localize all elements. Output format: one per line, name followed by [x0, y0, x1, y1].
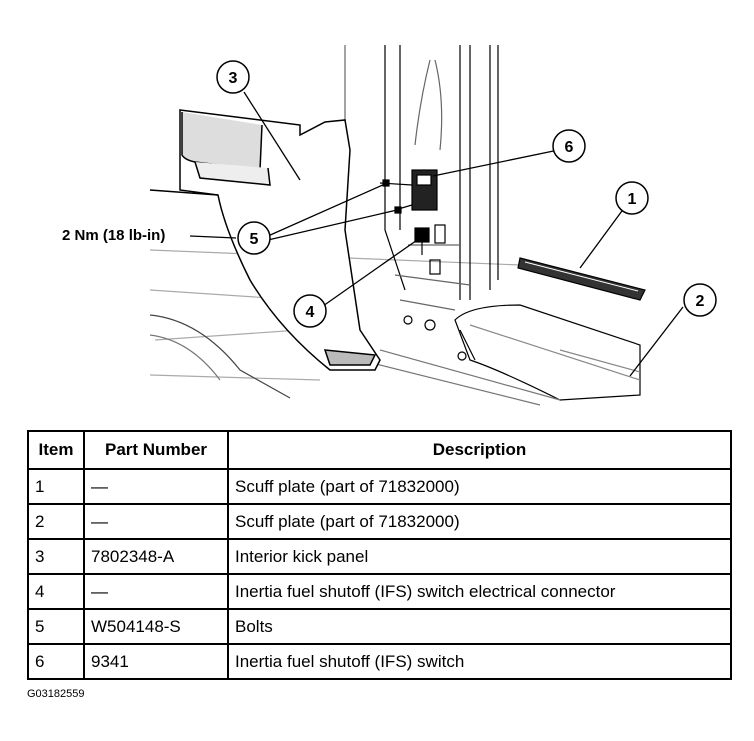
svg-text:6: 6 [565, 139, 574, 156]
ifs-connector-part [414, 227, 430, 255]
description-cell: Inertia fuel shutoff (IFS) switch [227, 643, 732, 680]
figure-id-label: G03182559 [27, 688, 85, 700]
part-number-cell: 9341 [83, 643, 229, 680]
item-cell: 1 [27, 468, 85, 505]
header-item: Item [27, 430, 85, 470]
item-cell: 2 [27, 503, 85, 540]
header-part-number: Part Number [83, 430, 229, 470]
callout-6: 6 [552, 129, 586, 163]
item-cell: 3 [27, 538, 85, 575]
description-cell: Scuff plate (part of 71832000) [227, 503, 732, 540]
torque-spec-label: 2 Nm (18 lb-in) [62, 227, 166, 244]
table-row: 5 W504148-S Bolts [27, 608, 732, 645]
part-number-cell: — [83, 573, 229, 610]
svg-text:5: 5 [250, 231, 259, 248]
description-cell: Scuff plate (part of 71832000) [227, 468, 732, 505]
callout-1: 1 [615, 181, 649, 215]
svg-text:1: 1 [628, 191, 637, 208]
exploded-view-diagram: 3 6 1 5 2 4 [149, 45, 717, 406]
leader-lines [189, 91, 684, 377]
callout-5: 5 [237, 221, 271, 255]
part-number-cell: 7802348-A [83, 538, 229, 575]
scuff-plate-part [517, 257, 646, 301]
table-row: 1 — Scuff plate (part of 71832000) [27, 468, 732, 505]
header-description: Description [227, 430, 732, 470]
description-cell: Bolts [227, 608, 732, 645]
table-row: 6 9341 Inertia fuel shutoff (IFS) switch [27, 643, 732, 680]
part-number-cell: — [83, 503, 229, 540]
description-cell: Interior kick panel [227, 538, 732, 575]
item-cell: 6 [27, 643, 85, 680]
table-row: 3 7802348-A Interior kick panel [27, 538, 732, 575]
callout-2: 2 [683, 283, 717, 317]
part-number-cell: W504148-S [83, 608, 229, 645]
kick-panel-part [149, 109, 381, 371]
table-row: 4 — Inertia fuel shutoff (IFS) switch el… [27, 573, 732, 610]
parts-table: Item Part Number Description 1 — Scuff p… [27, 430, 732, 680]
svg-text:4: 4 [306, 304, 315, 321]
svg-text:3: 3 [229, 70, 238, 87]
callout-4: 4 [293, 294, 327, 328]
ifs-switch-part [379, 169, 438, 214]
vehicle-body-linework [149, 45, 641, 406]
item-cell: 5 [27, 608, 85, 645]
item-cell: 4 [27, 573, 85, 610]
table-row: 2 — Scuff plate (part of 71832000) [27, 503, 732, 540]
part-number-cell: — [83, 468, 229, 505]
description-cell: Inertia fuel shutoff (IFS) switch electr… [227, 573, 732, 610]
svg-text:2: 2 [696, 293, 705, 310]
callout-3: 3 [216, 60, 250, 94]
table-header-row: Item Part Number Description [27, 430, 732, 470]
